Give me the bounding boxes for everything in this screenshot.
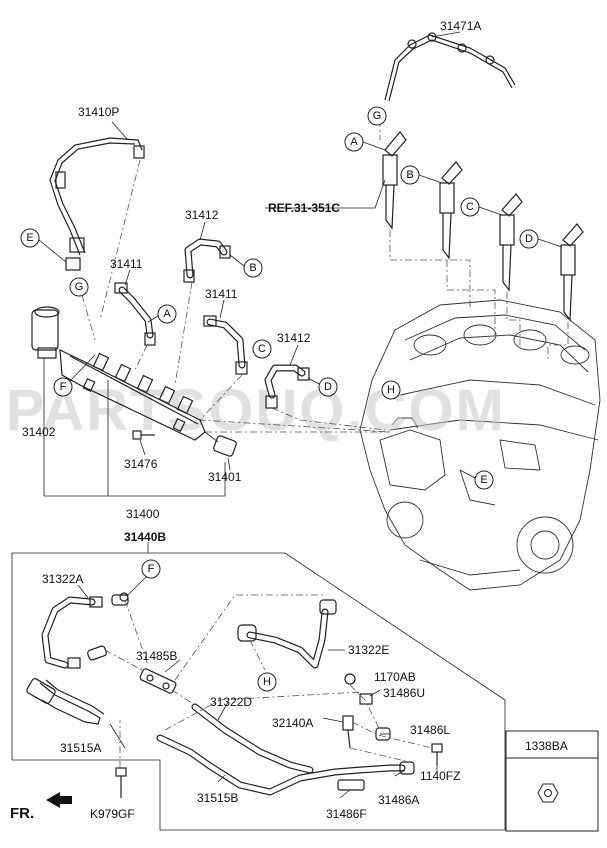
callout-H-bottom: H	[257, 672, 277, 692]
inset-box-title: 1338BA	[525, 739, 568, 753]
label-1140FZ: 1140FZ	[420, 769, 460, 783]
fuel-filter-hose-31515A	[26, 678, 105, 725]
label-31486A: 31486A	[378, 793, 419, 807]
label-31485B: 31485B	[136, 649, 177, 663]
svg-text:B: B	[406, 169, 413, 181]
pressure-sensor	[204, 431, 237, 457]
label-31471A: 31471A	[440, 19, 481, 33]
callout-E-engine: E	[459, 469, 494, 490]
bolt-1140FZ	[431, 743, 443, 765]
connector-31485B-fitting	[87, 645, 107, 661]
label-31322D: 31322D	[210, 695, 252, 709]
label-31515A: 31515A	[60, 741, 101, 755]
bolt-K979GF	[115, 767, 127, 798]
svg-text:F: F	[60, 381, 67, 393]
label-31515B: 31515B	[197, 791, 238, 805]
fitting-31486F	[337, 779, 365, 791]
return-hose-assembly	[384, 31, 516, 102]
callout-C-mid: C	[252, 339, 272, 359]
injector-1	[382, 131, 407, 230]
front-arrow-icon	[46, 792, 72, 808]
svg-text:E: E	[480, 474, 487, 486]
callout-B-mid: B	[229, 254, 263, 278]
svg-text:C: C	[466, 201, 474, 213]
callout-E-left: E	[20, 228, 67, 263]
svg-text:H: H	[263, 676, 271, 688]
injector-3	[499, 193, 523, 292]
hose-31322A	[41, 596, 103, 669]
hose-31322D	[191, 703, 314, 774]
callout-G-left: G	[69, 277, 89, 297]
svg-text:F: F	[148, 563, 155, 575]
wiring-harness	[49, 137, 145, 271]
callout-B-top: B	[400, 165, 443, 185]
hose-31515B	[156, 734, 415, 796]
engine-block	[359, 299, 601, 591]
label-31486F: 31486F	[326, 807, 367, 821]
label-1170AB: 1170AB	[374, 670, 416, 684]
callout-F-left: F	[53, 354, 96, 397]
pipe-31412-upper	[183, 238, 231, 283]
joint-31485B	[139, 668, 177, 694]
section-boundary	[11, 552, 506, 831]
pipe-31411-lower	[203, 315, 248, 375]
label-31400: 31400	[126, 507, 160, 521]
label-31322A: 31322A	[42, 572, 83, 586]
bolt-31476	[132, 430, 155, 440]
svg-text:C: C	[258, 343, 266, 355]
pressure-regulator	[31, 306, 60, 359]
label-31411-lower: 31411	[205, 287, 238, 301]
svg-text:A: A	[350, 136, 358, 148]
callout-G-top: G	[367, 106, 387, 126]
label-31410P: 31410P	[78, 105, 119, 119]
label-31411-upper: 31411	[110, 257, 143, 271]
front-direction-label: FR.	[10, 805, 34, 822]
ref-label[interactable]: REF.31-351C	[268, 201, 340, 215]
injector-4	[560, 223, 584, 322]
svg-text:G: G	[75, 281, 84, 293]
svg-text:B: B	[249, 262, 256, 274]
common-rail	[59, 349, 206, 441]
pipe-31412-lower	[264, 364, 310, 409]
label-31476: 31476	[124, 457, 158, 471]
callout-D-top: D	[519, 229, 563, 249]
valve-32140A	[342, 715, 354, 749]
svg-text:D: D	[324, 381, 332, 393]
svg-text:E: E	[26, 232, 33, 244]
label-31412-lower: 31412	[277, 331, 311, 345]
callout-H-engine: H	[381, 380, 401, 400]
label-31322E: 31322E	[348, 643, 389, 657]
callout-A-mid: A	[147, 304, 177, 324]
svg-text:D: D	[525, 233, 533, 245]
callout-A-top: A	[344, 132, 386, 152]
callout-D-mid: D	[307, 377, 338, 397]
svg-text:H: H	[387, 384, 395, 396]
connector-upper-left	[111, 592, 129, 606]
label-31412-upper: 31412	[185, 208, 219, 222]
nut-icon	[537, 783, 559, 803]
svg-text:G: G	[373, 110, 382, 122]
label-32140A: 32140A	[272, 716, 313, 730]
clip-31486U	[344, 673, 373, 705]
label-31440B: 31440B	[124, 530, 166, 544]
inset-box	[505, 730, 599, 832]
svg-text:A: A	[163, 308, 171, 320]
label-31486L: 31486L	[410, 723, 450, 737]
label-31401: 31401	[208, 470, 242, 484]
label-31402: 31402	[22, 425, 56, 439]
callout-C-top: C	[460, 197, 503, 217]
label-K979GF: K979GF	[90, 807, 135, 821]
watermark: PARTSOUQ.COM	[6, 378, 506, 443]
callout-F-bottom: F	[127, 559, 161, 596]
hose-31322E	[237, 599, 337, 669]
pipe-31411-upper	[114, 282, 156, 346]
injector-2	[439, 161, 463, 260]
label-31486U: 31486U	[383, 686, 425, 700]
